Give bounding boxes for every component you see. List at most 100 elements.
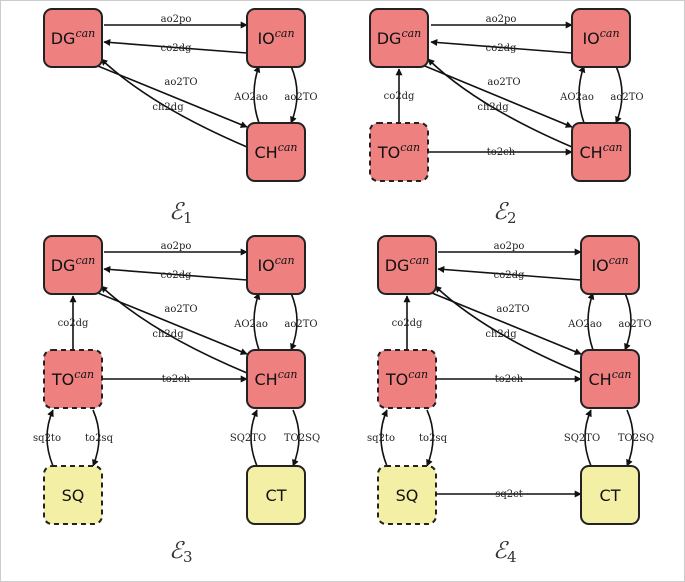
- edge-AO2ao: [578, 65, 586, 124]
- svg-text:IOcan: IOcan: [257, 27, 294, 48]
- svg-text:CHcan: CHcan: [254, 141, 297, 162]
- caption-e4: ℰ4: [493, 538, 516, 566]
- node-sq: SQ: [377, 465, 437, 525]
- caption-e3: ℰ3: [169, 538, 192, 566]
- edge-label-ao2TO: ao2TO: [164, 304, 197, 315]
- panel-e1: ao2po co2dg ao2TO ch2dg AO2ao ao2TO DGca…: [43, 8, 318, 227]
- edge-label-ao2TO-io-ch: ao2TO: [610, 92, 643, 103]
- edge-ao2TO: [419, 63, 573, 128]
- edge-to2sq: [92, 409, 100, 467]
- svg-text:CHcan: CHcan: [579, 141, 622, 162]
- edge-label-ao2TO-io-ch: ao2TO: [284, 319, 317, 330]
- edge-label-AO2ao: AO2ao: [233, 319, 268, 330]
- edge-label-to2ch: to2ch: [162, 374, 191, 385]
- edge-label-sq2ct: sq2ct: [495, 489, 523, 500]
- node-ct: CT: [246, 465, 306, 525]
- node-io: IOcan: [571, 8, 631, 68]
- node-io: IOcan: [580, 235, 640, 295]
- edge-co2dg: [103, 265, 248, 281]
- edge-label-ch2dg: ch2dg: [152, 329, 184, 340]
- node-to: TOcan: [369, 122, 429, 182]
- edge-label-co2dg-to-dg: co2dg: [392, 318, 423, 329]
- edge-label-ao2TO: ao2TO: [487, 77, 520, 88]
- svg-text:CT: CT: [600, 486, 621, 505]
- edge-ch2dg: [434, 285, 582, 374]
- edge-sq2to: [380, 409, 388, 467]
- edge-SQ2TO: [584, 409, 592, 467]
- edge-label-ao2po: ao2po: [161, 14, 192, 25]
- svg-text:CHcan: CHcan: [254, 368, 297, 389]
- edge-label-AO2ao: AO2ao: [233, 92, 268, 103]
- edge-label-co2dg: co2dg: [494, 270, 525, 281]
- node-sq: SQ: [43, 465, 103, 525]
- edge-label-sq2to: sq2to: [367, 433, 395, 444]
- node-io: IOcan: [246, 8, 306, 68]
- svg-text:IOcan: IOcan: [582, 27, 619, 48]
- edge-label-AO2ao: AO2ao: [559, 92, 594, 103]
- edge-label-ao2TO-io-ch: ao2TO: [618, 319, 651, 330]
- panel-e3: ao2po co2dg ao2TO ch2dg AO2ao ao2TO co2d…: [33, 235, 320, 566]
- edge-ao2TO-io-ch: [290, 292, 298, 351]
- caption-e1: ℰ1: [169, 199, 192, 227]
- panel-e4: ao2po co2dg ao2TO ch2dg AO2ao ao2TO co2d…: [367, 235, 654, 566]
- edge-ao2TO: [426, 290, 582, 355]
- svg-text:IOcan: IOcan: [257, 254, 294, 275]
- edge-label-sq2to: sq2to: [33, 433, 61, 444]
- svg-text:SQ: SQ: [62, 486, 85, 505]
- edge-ao2TO-io-ch: [615, 65, 623, 124]
- node-dg: DGcan: [369, 8, 429, 68]
- caption-e2: ℰ2: [493, 199, 516, 227]
- edge-label-TO2SQ: TO2SQ: [284, 433, 320, 444]
- edge-ch2dg: [100, 58, 248, 148]
- edge-label-ao2po: ao2po: [494, 241, 525, 252]
- edge-to2sq: [426, 409, 434, 467]
- svg-text:IOcan: IOcan: [591, 254, 628, 275]
- node-dg: DGcan: [377, 235, 437, 295]
- svg-text:DGcan: DGcan: [377, 27, 422, 48]
- node-to: TOcan: [43, 349, 103, 409]
- panel-e2: ao2po co2dg ao2TO ch2dg AO2ao ao2TO co2d…: [369, 8, 644, 227]
- node-to: TOcan: [377, 349, 437, 409]
- edge-label-AO2ao: AO2ao: [567, 319, 602, 330]
- edge-label-ch2dg: ch2dg: [485, 329, 517, 340]
- edge-label-ch2dg: ch2dg: [152, 102, 184, 113]
- edge-label-ao2po: ao2po: [486, 14, 517, 25]
- node-ch: CHcan: [246, 349, 306, 409]
- svg-text:DGcan: DGcan: [51, 27, 96, 48]
- edge-label-co2dg: co2dg: [161, 270, 192, 281]
- edge-ao2TO: [92, 63, 248, 128]
- edge-label-co2dg-to-dg: co2dg: [58, 318, 89, 329]
- node-ct: CT: [580, 465, 640, 525]
- edge-ch2dg: [427, 58, 573, 148]
- edge-label-SQ2TO: SQ2TO: [564, 433, 600, 444]
- node-ch: CHcan: [571, 122, 631, 182]
- svg-text:DGcan: DGcan: [385, 254, 430, 275]
- node-dg: DGcan: [43, 235, 103, 295]
- svg-text:TOcan: TOcan: [377, 141, 420, 162]
- edge-label-to2ch: to2ch: [495, 374, 524, 385]
- edge-AO2ao: [253, 65, 261, 124]
- node-dg: DGcan: [43, 8, 103, 68]
- svg-text:CT: CT: [266, 486, 287, 505]
- svg-text:SQ: SQ: [396, 486, 419, 505]
- edge-label-ao2TO: ao2TO: [164, 77, 197, 88]
- svg-text:TOcan: TOcan: [51, 368, 94, 389]
- svg-text:CHcan: CHcan: [588, 368, 631, 389]
- svg-text:TOcan: TOcan: [385, 368, 428, 389]
- node-io: IOcan: [246, 235, 306, 295]
- edge-co2dg: [430, 39, 573, 54]
- edge-label-to2sq: to2sq: [85, 433, 114, 444]
- edge-label-SQ2TO: SQ2TO: [230, 433, 266, 444]
- edge-label-ch2dg: ch2dg: [477, 102, 509, 113]
- edge-ao2TO-io-ch: [290, 65, 298, 124]
- edge-co2dg: [437, 265, 582, 281]
- edge-label-ao2TO: ao2TO: [496, 304, 529, 315]
- edge-label-ao2po: ao2po: [161, 241, 192, 252]
- edge-AO2ao: [253, 292, 261, 351]
- edge-ch2dg: [100, 285, 248, 374]
- edge-label-co2dg: co2dg: [161, 43, 192, 54]
- edge-ao2TO-io-ch: [624, 292, 632, 351]
- edge-SQ2TO: [250, 409, 258, 467]
